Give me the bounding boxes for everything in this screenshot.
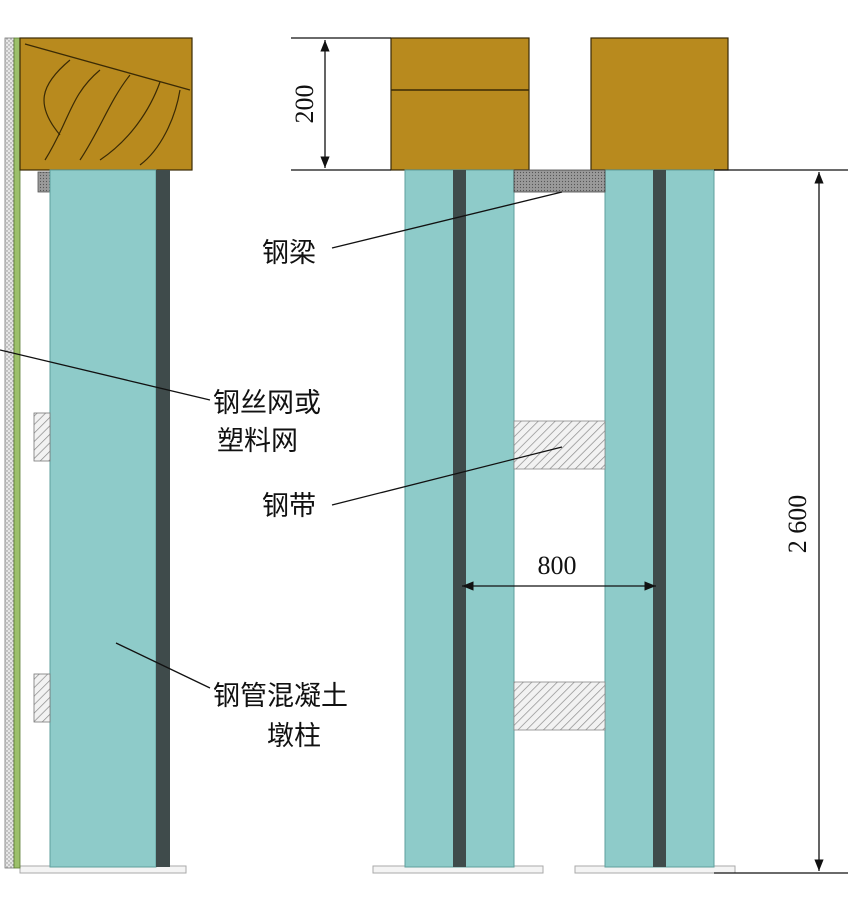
- cfst-column-left: [49, 169, 170, 868]
- dim-cap-height: 200: [290, 37, 391, 171]
- dim-column-spacing: 800: [462, 551, 656, 591]
- label-mesh-line2: 塑料网: [217, 426, 298, 457]
- label-column-line1: 钢管混凝土: [213, 681, 348, 712]
- dim-column-height-text: 2 600: [783, 495, 812, 554]
- cfst-column-right: [604, 169, 715, 868]
- timber-cap-left: [19, 37, 193, 171]
- steel-beam-stub-left: [37, 171, 51, 193]
- dim-column-spacing-text: 800: [538, 551, 577, 580]
- timber-cap-middle: [390, 37, 530, 171]
- cfst-column-middle: [404, 169, 515, 868]
- label-steel-beam: 钢梁: [262, 238, 316, 269]
- label-column-line2: 墩柱: [267, 721, 321, 752]
- label-steel-strap: 钢带: [262, 491, 316, 522]
- steel-straps-left: [33, 412, 51, 723]
- steel-straps-right: [513, 420, 606, 731]
- dim-cap-height-text: 200: [290, 85, 319, 124]
- wire-mesh-strip: [4, 37, 21, 869]
- leader-lines: [0, 191, 563, 689]
- label-mesh-line1: 钢丝网或: [213, 388, 321, 419]
- timber-cap-right: [590, 37, 729, 171]
- steel-beam: [513, 169, 606, 193]
- dim-column-height: 2 600: [714, 169, 848, 874]
